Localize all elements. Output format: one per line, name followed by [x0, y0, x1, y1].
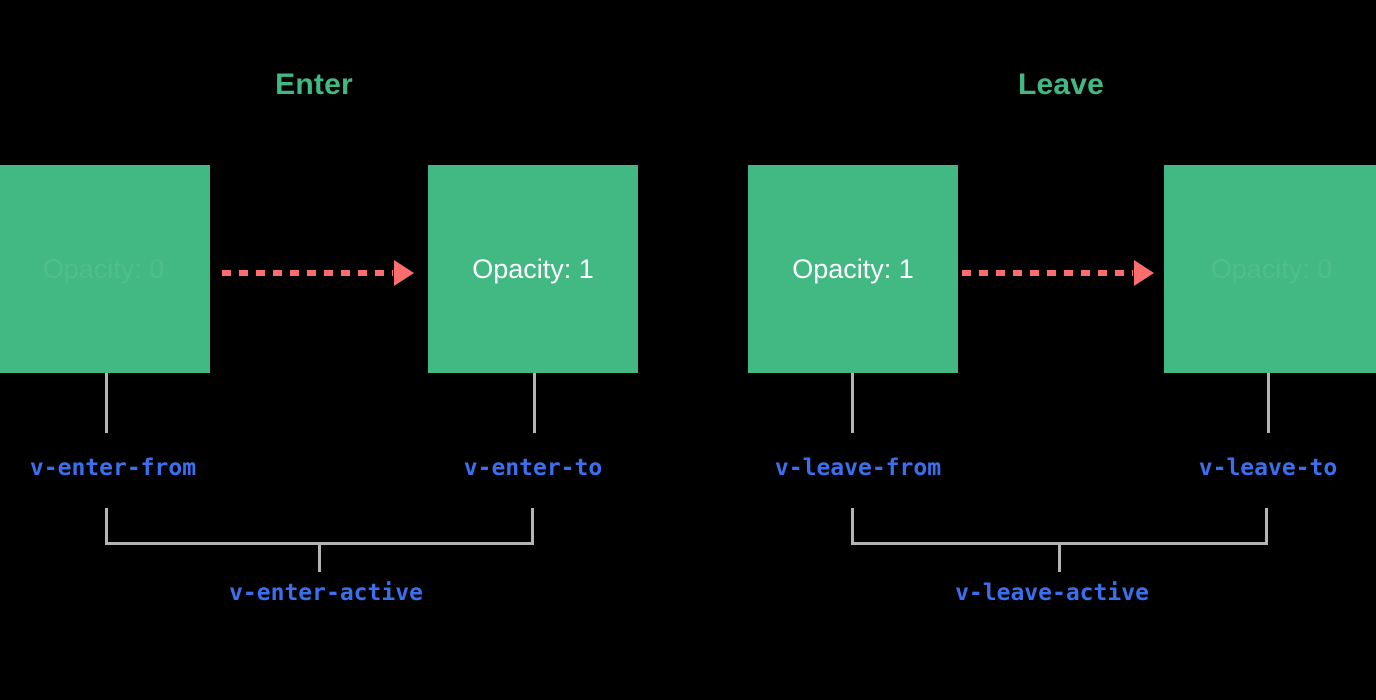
connector-line-enter-to: [533, 373, 536, 433]
transition-arrow-leave: [962, 260, 1154, 286]
connector-line-leave-to: [1267, 373, 1270, 433]
section-title-enter: Enter: [275, 68, 353, 101]
bracket-enter-active: [105, 508, 534, 545]
class-label-v-leave-active: v-leave-active: [955, 580, 1149, 606]
bracket-stem-leave-active: [1058, 545, 1061, 572]
state-box-leave-to: Opacity: 0: [1164, 165, 1376, 373]
arrow-head-icon: [1134, 260, 1154, 286]
class-label-v-leave-from: v-leave-from: [774, 455, 942, 481]
state-box-enter-from: Opacity: 0: [0, 165, 210, 373]
dashed-line-icon: [222, 270, 393, 276]
bracket-leave-active: [851, 508, 1268, 545]
state-box-enter-to: Opacity: 1: [428, 165, 638, 373]
connector-line-enter-from: [105, 373, 108, 433]
state-box-opacity-label: Opacity: 0: [42, 253, 165, 284]
arrow-head-icon: [394, 260, 414, 286]
section-title-leave: Leave: [1017, 68, 1105, 101]
class-label-v-leave-to: v-leave-to: [1198, 455, 1338, 481]
state-box-opacity-label: Opacity: 1: [472, 253, 594, 284]
state-box-opacity-label: Opacity: 0: [1210, 253, 1333, 284]
connector-line-leave-from: [851, 373, 854, 433]
class-label-v-enter-to: v-enter-to: [463, 455, 603, 481]
bracket-stem-enter-active: [318, 545, 321, 572]
class-label-v-enter-from: v-enter-from: [29, 455, 197, 481]
state-box-opacity-label: Opacity: 1: [792, 253, 914, 284]
dashed-line-icon: [962, 270, 1133, 276]
class-label-v-enter-active: v-enter-active: [229, 580, 423, 606]
transition-arrow-enter: [222, 260, 414, 286]
state-box-leave-from: Opacity: 1: [748, 165, 958, 373]
